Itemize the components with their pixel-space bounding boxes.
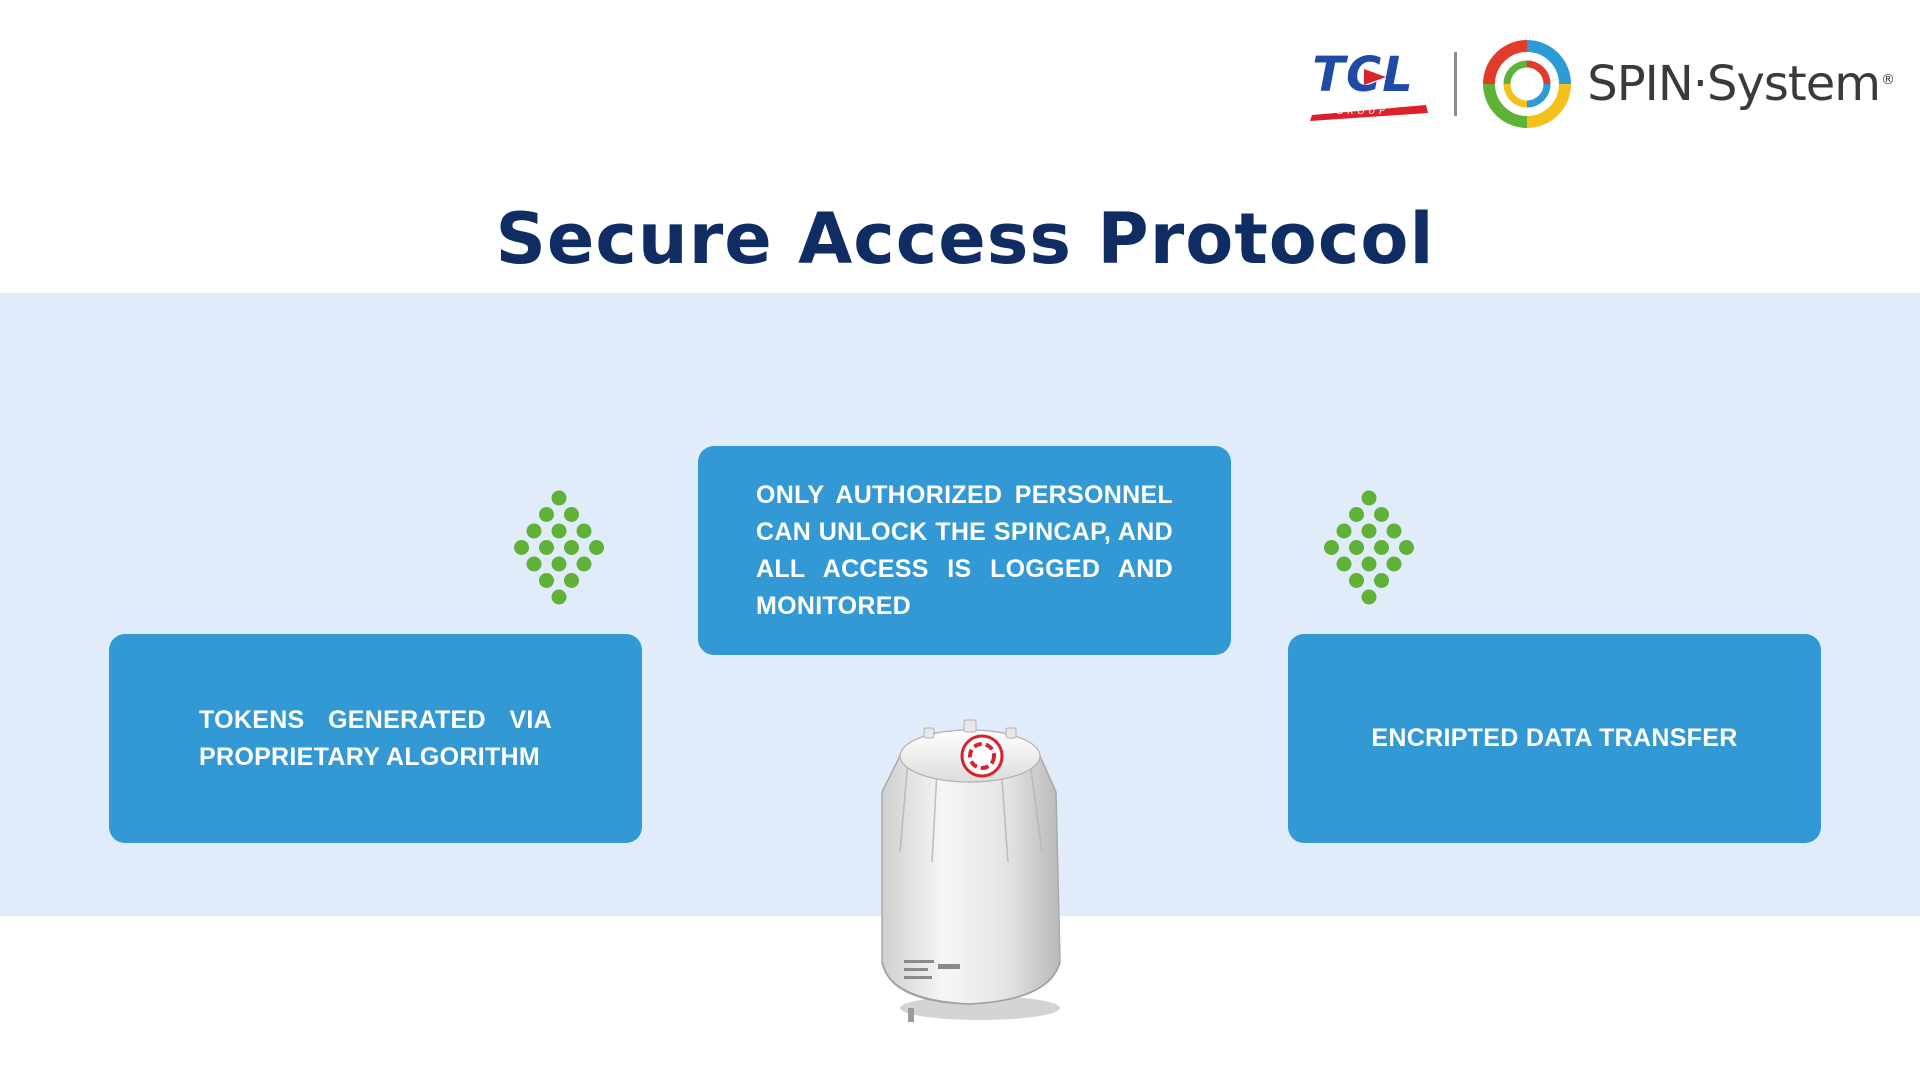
page-title: Secure Access Protocol bbox=[495, 198, 1435, 280]
header-logos: TCL GROUP SPIN·System® bbox=[1306, 34, 1895, 134]
green-dot bbox=[1386, 556, 1402, 572]
card-tokens: TOKENS GENERATED VIA PROPRIETARY ALGORIT… bbox=[109, 634, 642, 843]
green-dot bbox=[539, 507, 554, 522]
spin-system-wordmark: SPIN·System® bbox=[1587, 60, 1895, 108]
green-dot bbox=[526, 523, 542, 539]
green-dot bbox=[1386, 523, 1402, 539]
card-encrypted-transfer-text: ENCRIPTED DATA TRANSFER bbox=[1371, 724, 1738, 752]
card-authorized-access: ONLY AUTHORIZED PERSONNEL CAN UNLOCK THE… bbox=[698, 446, 1231, 655]
green-dot bbox=[589, 540, 604, 555]
green-dot bbox=[551, 589, 567, 605]
green-dot bbox=[1399, 540, 1414, 555]
logo-divider bbox=[1454, 52, 1458, 116]
tcl-group-label: GROUP bbox=[1336, 107, 1389, 117]
green-dot bbox=[1361, 589, 1377, 605]
green-dot bbox=[1324, 540, 1339, 555]
green-dot bbox=[539, 573, 554, 588]
card-tokens-text: TOKENS GENERATED VIA PROPRIETARY ALGORIT… bbox=[199, 705, 552, 771]
green-dot bbox=[1374, 573, 1389, 588]
green-dot bbox=[551, 490, 567, 506]
registered-mark: ® bbox=[1881, 72, 1895, 88]
green-dot bbox=[564, 507, 579, 522]
card-authorized-access-text: ONLY AUTHORIZED PERSONNEL CAN UNLOCK THE… bbox=[756, 480, 1173, 620]
green-dot bbox=[576, 523, 592, 539]
green-dot bbox=[539, 540, 554, 555]
tcl-wordmark: TCL bbox=[1312, 47, 1414, 103]
green-dot bbox=[1374, 507, 1389, 522]
green-dot bbox=[1361, 523, 1377, 539]
green-dot bbox=[576, 556, 592, 572]
green-dot bbox=[514, 540, 529, 555]
card-encrypted-transfer: ENCRIPTED DATA TRANSFER bbox=[1288, 634, 1821, 843]
spin-ring-icon bbox=[1483, 40, 1572, 128]
green-dot bbox=[551, 556, 567, 572]
green-dot bbox=[564, 573, 579, 588]
spincap-device-image bbox=[881, 719, 1061, 1022]
dots-right bbox=[1324, 490, 1414, 605]
green-dot bbox=[1374, 540, 1389, 555]
green-dot bbox=[564, 540, 579, 555]
tcl-group-logo: TCL GROUP bbox=[1306, 47, 1432, 121]
green-dot bbox=[1361, 490, 1377, 506]
green-dot bbox=[1349, 573, 1364, 588]
green-dot bbox=[1349, 540, 1364, 555]
spin-system-logo: SPIN·System® bbox=[1479, 36, 1895, 132]
dots-left bbox=[514, 490, 604, 605]
green-dot bbox=[1336, 523, 1352, 539]
green-dot bbox=[1336, 556, 1352, 572]
green-dot bbox=[526, 556, 542, 572]
spin-name: SPIN·System bbox=[1587, 56, 1881, 112]
green-dot bbox=[1361, 556, 1377, 572]
green-dot bbox=[551, 523, 567, 539]
green-dot bbox=[1349, 507, 1364, 522]
